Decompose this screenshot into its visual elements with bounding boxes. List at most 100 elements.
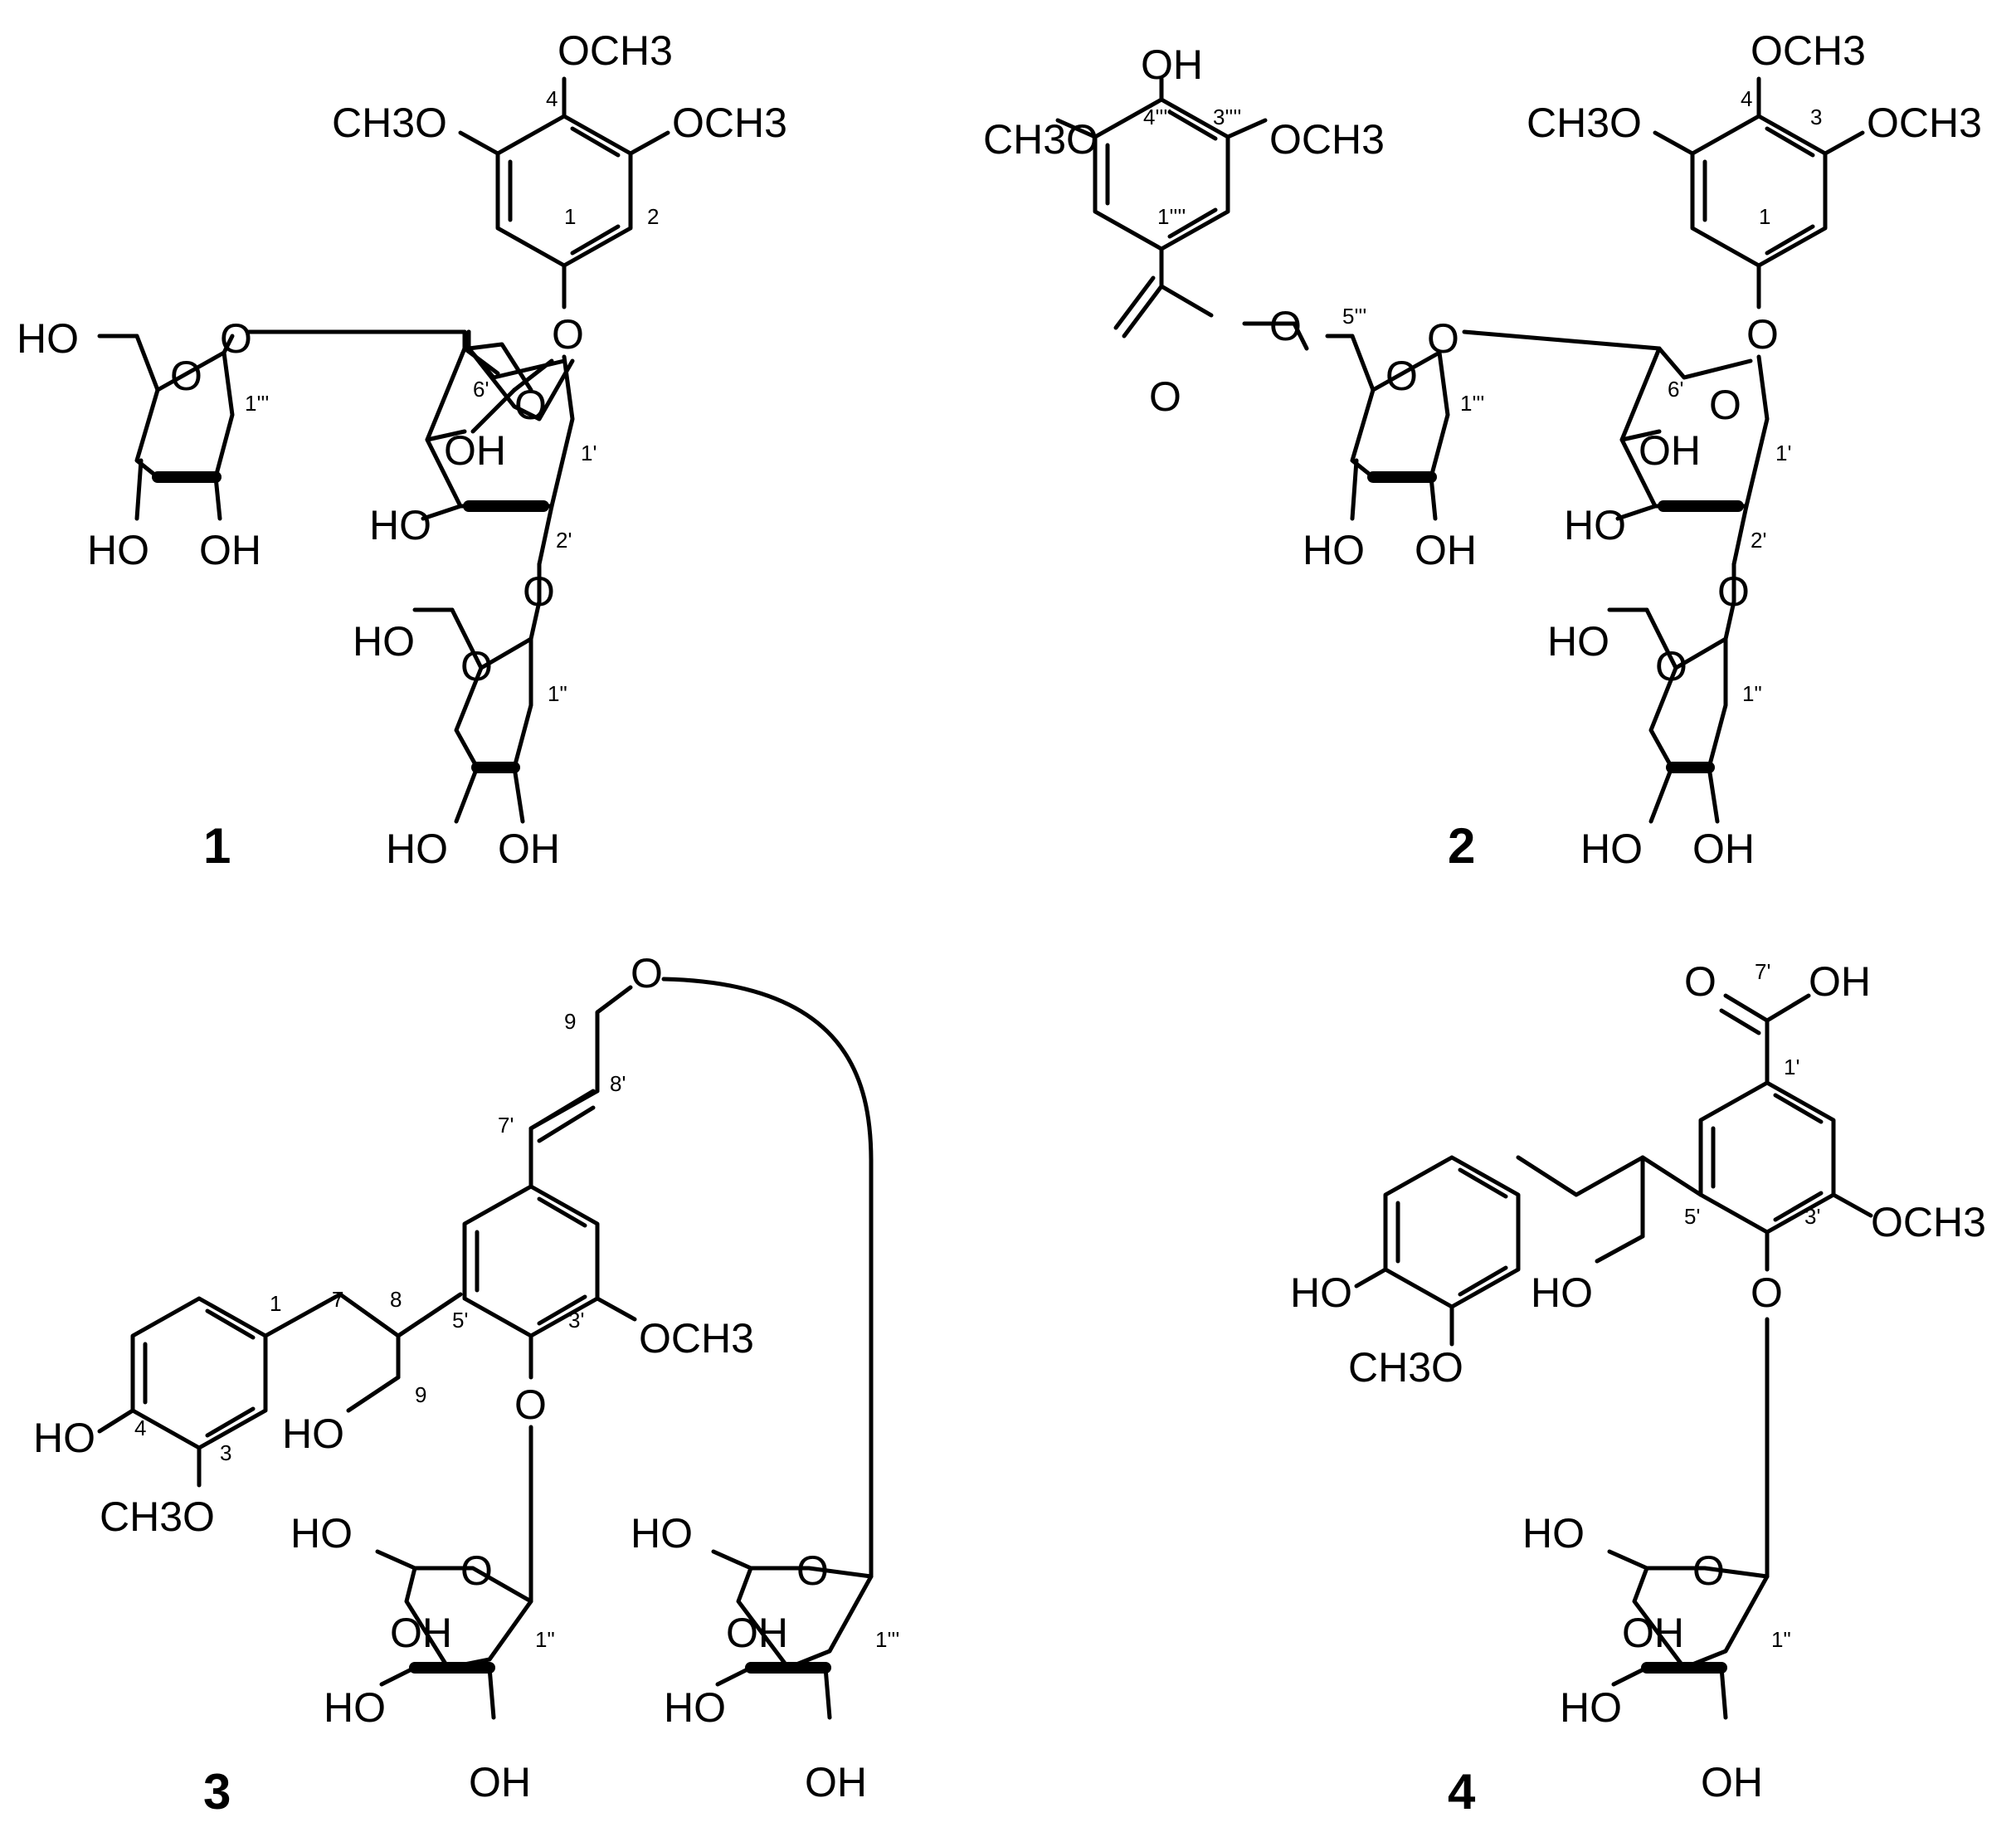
compound-1-locant-1: 1 [564,204,576,229]
compound-3-locant-7: 7 [332,1287,343,1312]
compound-2-och3-right: OCH3 [1867,100,1982,146]
compound-4-ch3o: CH3O [1348,1344,1463,1391]
compound-1-glycosidic-o-2p: O [523,568,555,615]
compound-2-locant-4pppp: 4'''' [1143,105,1171,129]
compound-2-locant-1: 1 [1759,204,1770,229]
compound-3-locant-8: 8 [390,1287,402,1312]
compound-3-locant-9: 9 [415,1382,426,1407]
compound-3-locant-5p: 5' [452,1308,468,1333]
compound-1-oh-pyranose-4: OH [444,427,506,474]
compound-4-oh-glc-2: OH [1701,1759,1763,1805]
compound-4-ho-chain: HO [1531,1269,1593,1316]
compound-3-ch3o: CH3O [100,1493,215,1540]
compound-3-locant-3: 3 [220,1440,231,1465]
compound-3-ring-o-glc-b: O [796,1547,829,1594]
compound-1-locant-1p: 1' [581,441,597,465]
compound-2-ch3o-left: CH3O [1527,100,1642,146]
compound-4-label: 4 [1448,1764,1476,1820]
compound-2-locant-6p: 6' [1668,377,1683,402]
compound-3-locant-9p: 9 [564,1009,576,1034]
compound-1-structure: OCH3 CH3O OCH3 4 1 2 O O HO O 1''' HO OH… [17,27,787,874]
compound-4-structure: O 7' OH 1' 5' 3' OCH3 O HO CH3O HO HO O … [1290,958,1986,1820]
compound-2-locant-1pppp: 1'''' [1157,204,1186,229]
compound-4-ho-phenol: HO [1290,1269,1352,1316]
compound-3-ether-o-9p: O [631,950,663,996]
compound-3-oh-glc-b-4: OH [726,1610,788,1656]
compound-3-ho-glc-b-6: HO [631,1510,693,1557]
compound-1-ho-pyranose-3: HO [369,502,431,548]
compound-2-structure: OH CH3O OCH3 4'''' 3'''' 1'''' O O 5''' … [983,27,1982,874]
compound-3-och3: OCH3 [639,1315,754,1362]
compound-4-carbonyl-o: O [1684,958,1717,1005]
compound-4-locant-5p: 5' [1684,1204,1700,1229]
compound-2-locant-4: 4 [1741,86,1752,111]
compound-2-och3-top: OCH3 [1751,27,1866,74]
compound-4-acid-oh: OH [1809,958,1871,1005]
compound-3-locant-1pp: 1" [535,1627,555,1652]
compound-1-locant-6p: 6' [473,377,489,402]
compound-2-ch3o-galloyl: CH3O [983,116,1098,163]
compound-2-label: 2 [1448,818,1475,874]
compound-3-ho-c9: HO [282,1411,344,1457]
compound-4-locant-3p: 3' [1804,1204,1820,1229]
compound-4-och3: OCH3 [1871,1199,1986,1245]
compound-3-structure: O 9 8' 7' 7 8 1 9 5' 3' OCH3 HO 4 3 CH3O… [33,950,899,1820]
compound-2-carbonyl-o: O [1149,373,1181,420]
compound-2-ether-o: O [1427,315,1459,362]
compound-2-ho-pyranose-3: HO [1564,502,1626,548]
compound-2-oh-furanose-a-2: OH [1415,527,1477,573]
compound-3-label: 3 [203,1764,231,1820]
compound-2-oh-pyranose-4: OH [1639,427,1701,474]
compound-1-ring-o-pyranose: O [514,382,547,428]
compound-2-locant-1ppp: 1''' [1460,391,1484,416]
compound-3-locant-4: 4 [134,1415,146,1440]
compound-1-ring-o-furanose-b: O [460,643,493,689]
compound-1-ho-furanose-a: HO [17,315,79,362]
compound-1-oh-furanose-b-2: OH [498,826,560,872]
compound-3-locant-8p: 8' [610,1071,626,1096]
compound-1-locant-2: 2 [647,204,659,229]
compound-3-glycosidic-o: O [514,1381,547,1428]
compound-2-glycosidic-o: O [1746,311,1779,358]
compound-3-oh-glc-b-2: OH [805,1759,867,1805]
compound-2-locant-3: 3 [1810,105,1822,129]
compound-1-aryl-ring [495,114,633,268]
compound-4-locant-1pp: 1" [1771,1627,1791,1652]
compound-1-ho-furanose-b: HO [353,618,415,665]
compound-1-oh-furanose-a-2: OH [199,527,261,573]
compound-4-oh-glc-4: OH [1622,1610,1684,1656]
compound-4-locant-7p: 7' [1755,959,1770,984]
compound-2-ring-o-furanose-b: O [1655,643,1687,689]
compound-2-oh-furanose-b-2: OH [1692,826,1755,872]
compound-3-ho-glc-a-3: HO [324,1684,386,1731]
compound-1-glycosidic-o: O [552,311,584,358]
compound-1-och3-right: OCH3 [672,100,787,146]
compound-3-locant-1: 1 [270,1291,281,1316]
compound-2-oh-galloyl: OH [1141,41,1203,88]
compound-3-locant-7p: 7' [498,1113,514,1138]
compound-1-label: 1 [203,818,231,874]
compound-1-ring-o-furanose-a: O [170,353,202,399]
compound-2-ester-o: O [1269,303,1302,349]
compound-4-ring-o-glc: O [1692,1547,1725,1594]
compound-3-locant-1ppp: 1''' [875,1627,899,1652]
compound-2-locant-2p: 2' [1751,528,1766,553]
compound-2-ho-furanose-b: HO [1547,618,1609,665]
compound-2-locant-5ppp: 5''' [1342,304,1366,329]
compound-3-ho-glc-a-6: HO [290,1510,353,1557]
compound-1-ch3o-left: CH3O [332,100,447,146]
compound-4-locant-1p: 1' [1784,1055,1799,1079]
compound-2-locant-3pppp: 3'''' [1213,105,1241,129]
compound-1-locant-1ppp: 1''' [245,391,269,416]
compound-3-ring-o-glc-a: O [460,1547,493,1594]
compound-1-och3-top: OCH3 [558,27,673,74]
compound-3-ho-phenol: HO [33,1415,95,1461]
compound-2-ho-furanose-b-3: HO [1580,826,1643,872]
compound-4-glycosidic-o: O [1751,1269,1783,1316]
compound-2-locant-1p: 1' [1775,441,1791,465]
compound-3-locant-3p: 3' [568,1308,584,1333]
compound-2-locant-1pp: 1" [1742,681,1762,706]
compound-3-oh-glc-a-2: OH [469,1759,531,1805]
compound-1-locant-4: 4 [546,86,558,111]
